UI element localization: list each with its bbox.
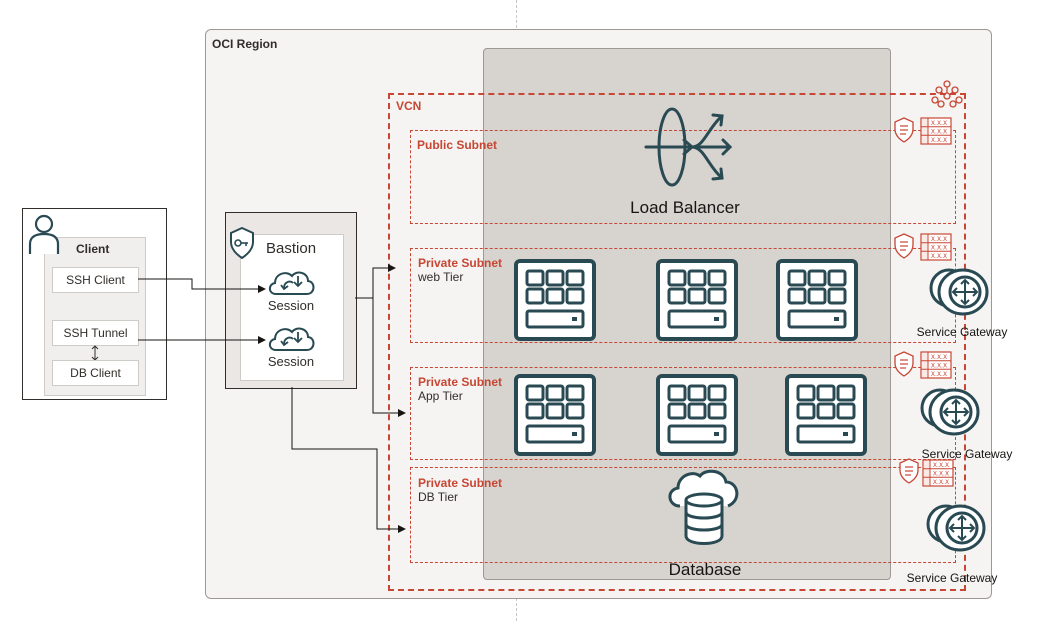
tunnel-link-arrow <box>91 345 99 361</box>
database-icon <box>668 469 739 545</box>
ssh-tunnel-box: SSH Tunnel <box>52 320 139 346</box>
public-subnet-title: Public Subnet <box>417 138 498 152</box>
web-subnet-tier: web Tier <box>418 270 464 284</box>
compute-instance-icon <box>785 374 867 456</box>
security-list-icon <box>894 117 914 143</box>
user-icon <box>28 214 60 254</box>
security-list-icon <box>894 351 914 377</box>
svg-text:X.X.X: X.X.X <box>933 462 949 469</box>
load-balancer-icon <box>644 107 733 187</box>
db-subnet-tier: DB Tier <box>418 490 459 504</box>
service-gateway-label: Service Gateway <box>906 571 998 585</box>
cloud-session-icon <box>268 327 315 351</box>
app-subnet-title: Private Subnet <box>418 375 503 389</box>
app-subnet-tier: App Tier <box>418 389 463 403</box>
database-label: Database <box>668 560 742 579</box>
session-2-label: Session <box>267 354 315 369</box>
svg-text:X.X.X: X.X.X <box>931 371 947 378</box>
bastion-title: Bastion <box>266 240 317 257</box>
ssh-client-box: SSH Client <box>52 267 139 293</box>
svg-text:X.X.X: X.X.X <box>933 479 949 486</box>
load-balancer-label: Load Balancer <box>630 198 740 217</box>
vcn-network-icon <box>931 80 963 108</box>
svg-text:X.X.X: X.X.X <box>931 354 947 361</box>
compute-instance-icon <box>776 259 858 341</box>
web-subnet-title: Private Subnet <box>418 256 503 270</box>
route-row-2: X.X.X <box>931 129 947 136</box>
service-gateway-label: Service Gateway <box>916 325 1008 339</box>
oci-region-label: OCI Region <box>212 37 278 51</box>
route-row-1: X.X.X <box>931 120 947 127</box>
svg-text:X.X.X: X.X.X <box>933 471 949 478</box>
route-table-icon: X.X.X X.X.X X.X.X <box>920 117 952 150</box>
service-gateway-label: Service Gateway <box>921 447 1013 461</box>
route-row-3: X.X.X <box>931 137 947 144</box>
db-client-box: DB Client <box>52 360 139 386</box>
bastion-key-icon <box>230 227 254 259</box>
svg-text:X.X.X: X.X.X <box>931 245 947 252</box>
route-table-icon: X.X.X X.X.X X.X.X <box>920 233 952 266</box>
db-subnet-title: Private Subnet <box>418 476 503 490</box>
security-list-icon <box>899 458 919 484</box>
svg-text:X.X.X: X.X.X <box>931 363 947 370</box>
compute-instance-icon <box>514 374 596 456</box>
session-1-label: Session <box>267 298 315 313</box>
route-table-icon: X.X.X X.X.X X.X.X <box>920 351 952 384</box>
svg-text:X.X.X: X.X.X <box>931 236 947 243</box>
compute-instance-icon <box>656 259 738 341</box>
compute-instance-icon <box>656 374 738 456</box>
bastion-inner-panel <box>240 234 344 381</box>
client-title: Client <box>76 242 110 256</box>
service-gateway-icon <box>929 268 989 316</box>
compute-instance-icon <box>514 259 596 341</box>
svg-text:X.X.X: X.X.X <box>931 253 947 260</box>
route-table-icon: X.X.X X.X.X X.X.X <box>922 459 954 492</box>
cloud-session-icon <box>268 271 315 295</box>
service-gateway-icon <box>926 504 986 552</box>
security-list-icon <box>894 233 914 259</box>
vcn-label: VCN <box>396 99 422 113</box>
service-gateway-icon <box>920 388 980 436</box>
